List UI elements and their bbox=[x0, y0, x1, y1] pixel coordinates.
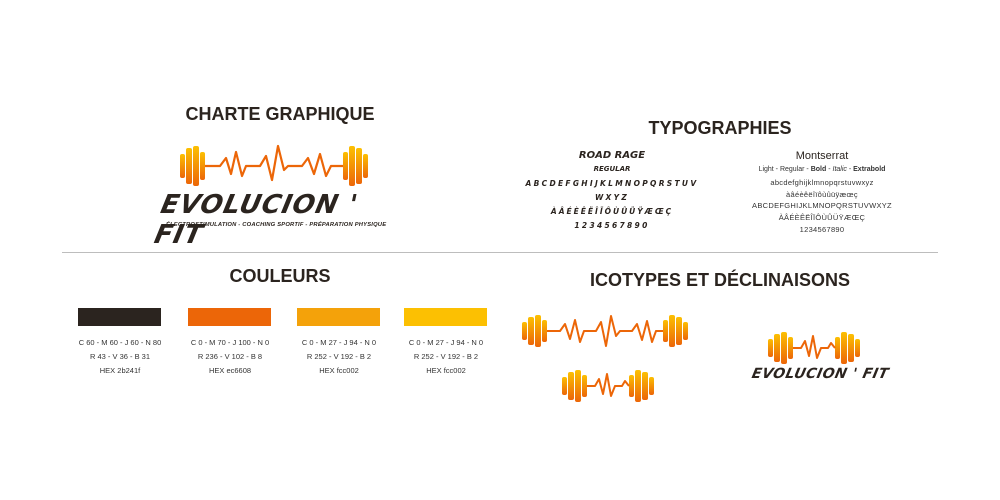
barbell-heartbeat-wide-icon bbox=[522, 315, 688, 347]
road-rage-accents: ÀÂÉÈÊËÎÏÔÙÛÜŸÆŒÇ bbox=[550, 207, 674, 216]
montserrat-lower: abcdefghijklmnopqrstuvwxyz bbox=[770, 178, 874, 187]
weight-bold: Bold bbox=[810, 166, 827, 173]
color-cmjn-value: C 60 - M 60 - J 60 - N 80 bbox=[78, 338, 162, 347]
icotypes-heading: ICOTYPES ET DÉCLINAISONS bbox=[589, 270, 851, 290]
montserrat-lower-accents: àâéèêëîïôùûüÿæœç bbox=[786, 190, 858, 199]
montserrat-upper: ABCDEFGHIJKLMNOPQRSTUVWXYZ bbox=[752, 201, 892, 210]
montserrat-upper-accents: ÀÂÉÈÊËÎÏÔÙÛÜŸÆŒÇ bbox=[778, 213, 866, 222]
color-rvb-value: R 252 - V 192 - B 2 bbox=[413, 352, 479, 361]
logo-wordmark: EVOLUCION ' FIT bbox=[151, 190, 361, 250]
color-hex-value: HEX ec6608 bbox=[208, 366, 252, 375]
couleurs-heading: COULEURS bbox=[229, 266, 331, 286]
montserrat-digits: 1234567890 bbox=[799, 225, 845, 234]
barbell-heartbeat-compact-icon bbox=[768, 332, 860, 364]
road-rage-style: REGULAR bbox=[593, 165, 631, 173]
weight-light-regular: Light - Regular - bbox=[758, 166, 811, 173]
color-cmjn-value: C 0 - M 27 - J 94 - N 0 bbox=[408, 338, 484, 347]
color-rvb-value: R 43 - V 36 - B 31 bbox=[89, 352, 151, 361]
color-hex-value: HEX fcc002 bbox=[319, 366, 359, 375]
color-rvb-value: R 236 - V 102 - B 8 bbox=[197, 352, 263, 361]
weight-extrabold: Extrabold bbox=[853, 166, 886, 173]
section-divider bbox=[62, 252, 938, 253]
color-swatch bbox=[297, 308, 380, 326]
color-swatch bbox=[78, 308, 161, 326]
color-cmjn-value: C 0 - M 70 - J 100 - N 0 bbox=[190, 338, 270, 347]
weight-sep: - bbox=[826, 166, 833, 173]
charte-heading: CHARTE GRAPHIQUE bbox=[185, 104, 375, 124]
color-swatch bbox=[188, 308, 271, 326]
barbell-heartbeat-small-icon bbox=[562, 370, 654, 402]
logo-small-wordmark: EVOLUCION ' FIT bbox=[750, 366, 891, 382]
road-rage-alphabet-2: WXYZ bbox=[594, 193, 630, 202]
typographies-heading: TYPOGRAPHIES bbox=[648, 118, 792, 138]
weight-sep-2: - bbox=[846, 166, 854, 173]
logo-tagline: ÉLECTROSTIMULATION - COACHING SPORTIF - … bbox=[166, 222, 387, 228]
montserrat-weights: Light - Regular - Bold - Italic - Extrab… bbox=[712, 166, 932, 173]
color-hex-value: HEX fcc002 bbox=[426, 366, 466, 375]
road-rage-digits: 1234567890 bbox=[574, 221, 650, 230]
color-cmjn-value: C 0 - M 27 - J 94 - N 0 bbox=[301, 338, 377, 347]
color-rvb-value: R 252 - V 192 - B 2 bbox=[306, 352, 372, 361]
color-swatch bbox=[404, 308, 487, 326]
road-rage-alphabet-1: ABCDEFGHIJKLMNOPQRSTUV bbox=[525, 179, 699, 188]
color-hex-value: HEX 2b241f bbox=[99, 366, 141, 375]
montserrat-name: Montserrat bbox=[795, 150, 849, 162]
barbell-heartbeat-icon bbox=[180, 144, 368, 186]
road-rage-name: ROAD RAGE bbox=[578, 150, 646, 161]
weight-italic: Italic bbox=[832, 166, 847, 173]
